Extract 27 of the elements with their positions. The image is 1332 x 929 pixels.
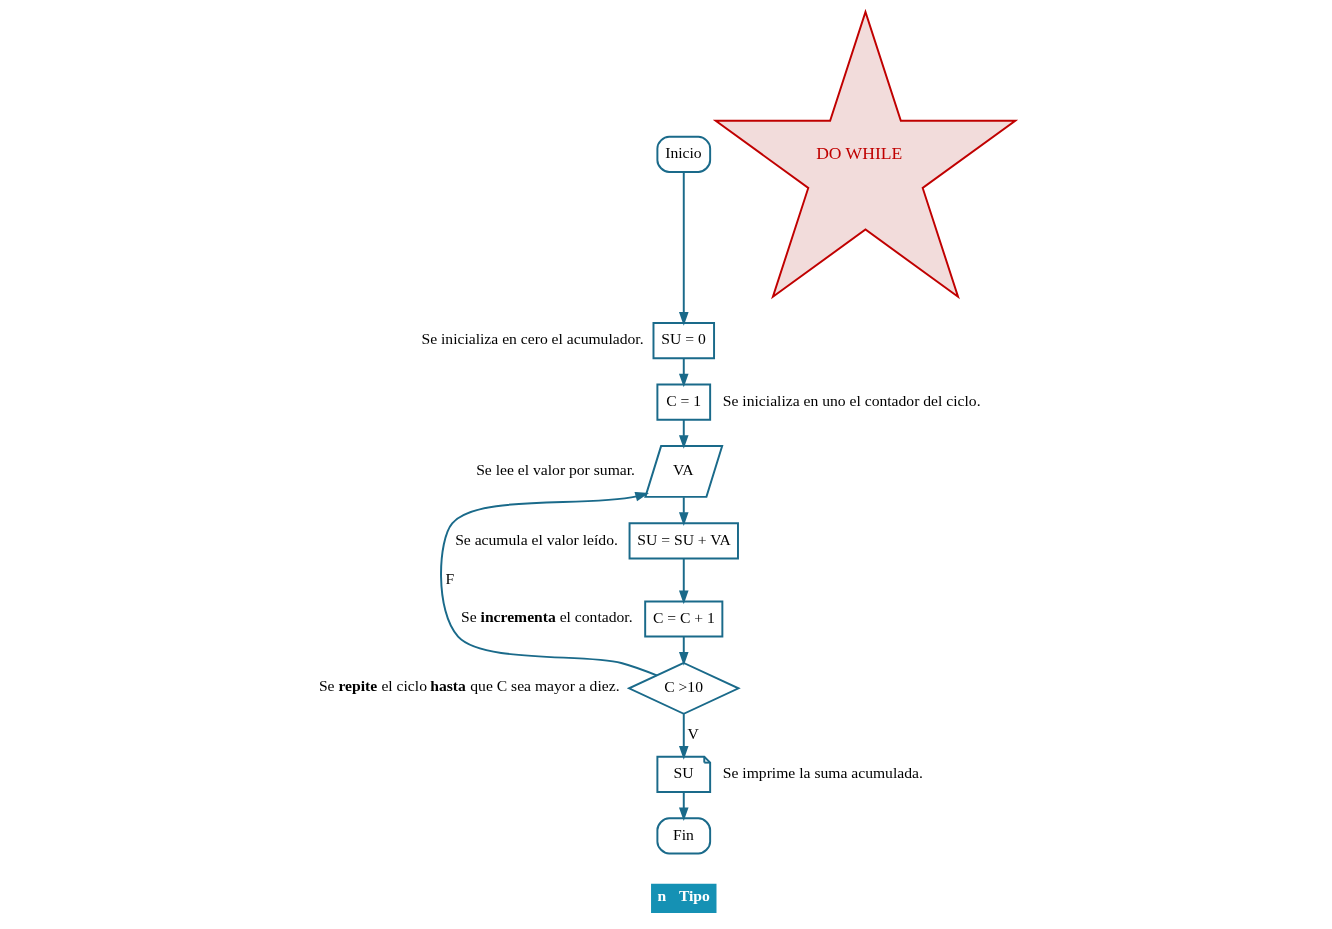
edge-label: V [686,724,699,742]
node-label: Se lee el valor por sumar. [475,461,635,479]
arrow [678,635,689,666]
node-label: Se inicializa en uno el contador del ciclo. [722,391,981,409]
node-box: C = 1 [655,383,711,421]
node-box: Inicio [655,135,711,173]
node-box: SU = SU + VA [628,522,739,560]
node-label: Se imprime la suma acumulada. [722,764,923,782]
label: n [656,887,666,905]
arrow [678,171,689,326]
node-label: Se inicializa en cero el acumulador. [420,330,644,348]
node-box: C = C + 1 [643,600,723,638]
arrow [678,791,689,822]
arrow [678,418,689,449]
arrow [439,491,658,677]
node-diamond: C >10 [626,661,741,715]
node-box: Fin [655,817,711,855]
label: Tipo [678,887,710,905]
arrow [678,713,689,760]
arrow [678,496,689,526]
arrow [678,557,689,605]
node-label: Se incrementa el contador. [460,607,633,625]
node-label: Se acumula el valor leído. [454,530,618,548]
edge-label: F [444,569,454,587]
node-box: SU = 0 [652,322,715,360]
node-label: Se repite el ciclo hasta que C sea mayor a diez. [318,677,620,695]
arrow [678,357,689,388]
